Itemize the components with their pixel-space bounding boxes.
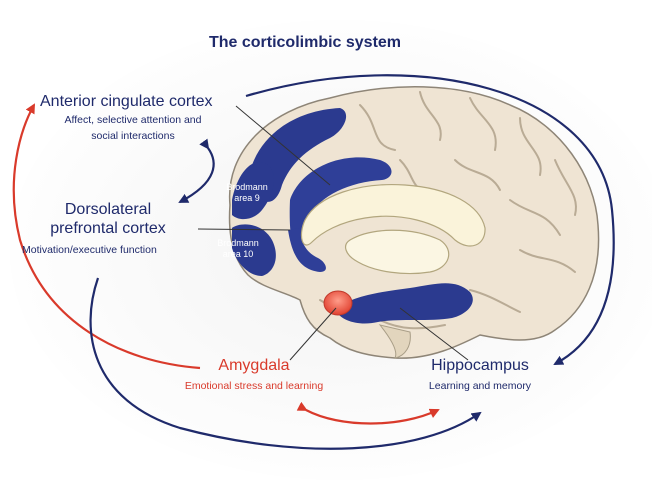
corpus-callosum: [300, 183, 486, 247]
hippocampus-desc: Learning and memory: [428, 380, 532, 392]
amygdala-to-acc-arrow: [12, 103, 201, 370]
dorsolateral-label-line1: Dorsolateral: [64, 201, 152, 218]
diagram-title: The corticolimbic system: [208, 34, 402, 51]
anterior-cingulate-label: Anterior cingulate cortex: [40, 93, 213, 110]
anterior-cingulate-region: [252, 108, 347, 202]
cingulate-belt: [289, 157, 392, 262]
brodmann-9-line1: Brodmann: [226, 182, 268, 192]
brain-sulci: [319, 91, 577, 330]
hippocampus-region: [335, 283, 473, 324]
acc-to-hippocampus-arrow: [245, 74, 615, 365]
amygdala-label: Amygdala: [218, 357, 290, 374]
amygdala-hippocampus-double-arrow: [296, 401, 440, 425]
brodmann-10-region: [232, 224, 276, 276]
brodmann-9-region: [232, 161, 275, 220]
brodmann-9-line2: area 9: [234, 193, 260, 203]
anterior-cingulate-desc-line1: Affect, selective attention and: [64, 114, 202, 126]
dlpfc-pointer-line: [197, 228, 291, 231]
thalamus: [344, 229, 450, 275]
brain-outline: [228, 86, 600, 359]
hippocampus-label: Hippocampus: [431, 357, 529, 374]
brodmann-9-label: Brodmann area 9: [222, 182, 272, 204]
amygdala-region: [323, 290, 353, 316]
anterior-cingulate-desc-line2: social interactions: [91, 130, 175, 142]
dlpfc-to-hippocampus-arrow: [89, 277, 482, 450]
brainstem: [378, 324, 411, 359]
dorsolateral-label-line2: prefrontal cortex: [50, 220, 166, 237]
dorsolateral-desc: Motivation/executive function: [22, 244, 157, 256]
brodmann-10-label: Brodmann area 10: [213, 238, 263, 260]
amygdala-pointer-line: [289, 307, 337, 361]
brodmann-10-line2: area 10: [222, 249, 254, 259]
hippocampus-pointer-line: [399, 307, 469, 361]
acc-dlpfc-double-arrow: [178, 138, 215, 203]
amygdala-desc: Emotional stress and learning: [184, 380, 324, 392]
brodmann-10-line1: Brodmann: [217, 238, 259, 248]
cingulate-band-lower: [288, 228, 326, 272]
acc-pointer-line: [235, 105, 331, 186]
